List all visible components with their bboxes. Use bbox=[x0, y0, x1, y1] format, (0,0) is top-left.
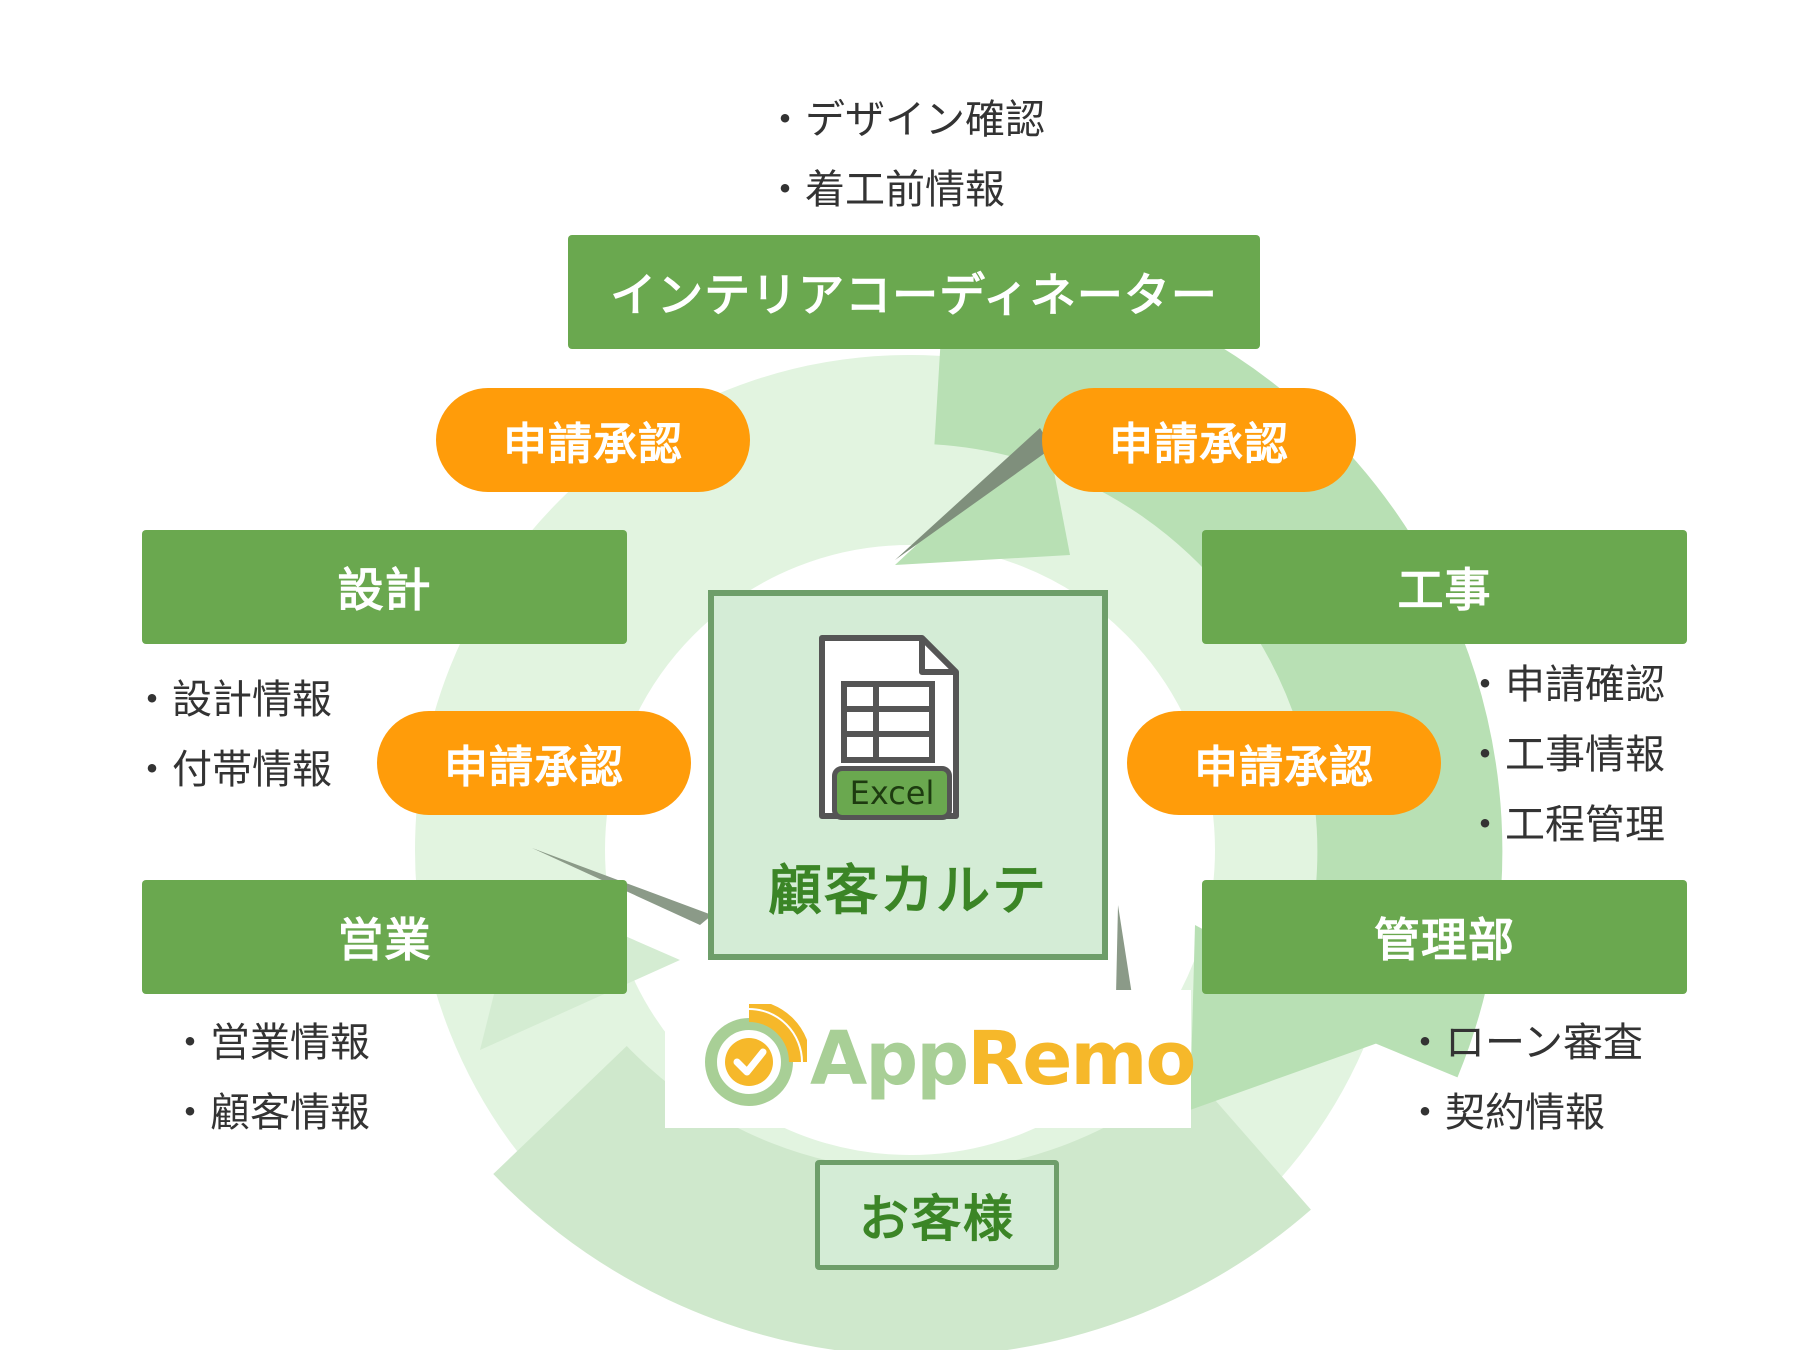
role-label-management: 管理部 bbox=[1374, 913, 1515, 967]
info-item: 営業情報 bbox=[170, 1008, 370, 1078]
info-list-sales: 営業情報 顧客情報 bbox=[170, 1008, 370, 1148]
role-box-interior-coordinator: インテリアコーディネーター bbox=[568, 235, 1260, 349]
approval-pill-mid-left: 申請承認 bbox=[377, 711, 691, 815]
info-list-interior: デザイン確認 着工前情報 bbox=[765, 85, 1045, 225]
role-label-sales: 営業 bbox=[337, 913, 432, 967]
info-item: デザイン確認 bbox=[765, 85, 1045, 155]
approval-pill-top-right: 申請承認 bbox=[1042, 388, 1356, 492]
info-item: 申請確認 bbox=[1465, 650, 1665, 720]
customer-record-title: 顧客カルテ bbox=[768, 859, 1048, 922]
pointer-shadow-right bbox=[1116, 905, 1132, 995]
role-box-construction: 工事 bbox=[1202, 530, 1687, 644]
excel-file-label: Excel bbox=[832, 766, 952, 820]
role-label-interior: インテリアコーディネーター bbox=[610, 268, 1218, 322]
info-item: 工程管理 bbox=[1465, 790, 1665, 860]
info-item: 設計情報 bbox=[132, 665, 332, 735]
customer-label: お客様 bbox=[859, 1190, 1015, 1248]
info-item: 着工前情報 bbox=[765, 155, 1045, 225]
info-list-construction: 申請確認 工事情報 工程管理 bbox=[1465, 650, 1665, 860]
customer-box: お客様 bbox=[815, 1160, 1059, 1270]
role-box-management: 管理部 bbox=[1202, 880, 1687, 994]
role-label-design: 設計 bbox=[337, 563, 432, 617]
info-item: 顧客情報 bbox=[170, 1078, 370, 1148]
pointer-shadow-top bbox=[895, 428, 1052, 560]
info-item: 工事情報 bbox=[1465, 720, 1665, 790]
customer-record-box: Excel 顧客カルテ bbox=[708, 590, 1108, 960]
info-list-management: ローン審査 契約情報 bbox=[1405, 1008, 1643, 1148]
role-box-design: 設計 bbox=[142, 530, 627, 644]
approval-pill-mid-right: 申請承認 bbox=[1127, 711, 1441, 815]
apprremo-wordmark: AppRemo bbox=[810, 1016, 1196, 1102]
info-item: 契約情報 bbox=[1405, 1078, 1643, 1148]
info-list-design: 設計情報 付帯情報 bbox=[132, 665, 332, 805]
apprremo-logo: AppRemo bbox=[665, 990, 1196, 1128]
info-item: ローン審査 bbox=[1405, 1008, 1643, 1078]
role-box-sales: 営業 bbox=[142, 880, 627, 994]
role-label-construction: 工事 bbox=[1397, 563, 1492, 617]
approval-pill-top-left: 申請承認 bbox=[436, 388, 750, 492]
apprremo-check-badge-icon bbox=[705, 1004, 807, 1106]
info-item: 付帯情報 bbox=[132, 735, 332, 805]
